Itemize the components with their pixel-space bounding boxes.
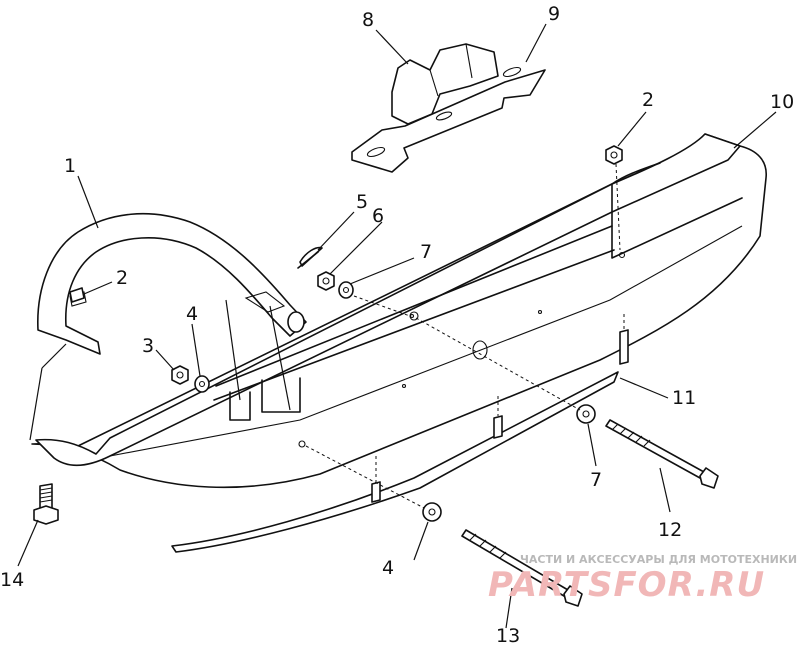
callout-13: 13 bbox=[496, 625, 520, 645]
callout-12: 12 bbox=[658, 519, 682, 541]
wear-bar bbox=[171, 314, 629, 553]
watermark-brand: PARTSFOR.RU bbox=[488, 565, 765, 605]
callout-7-upper: 7 bbox=[420, 241, 432, 263]
hardware bbox=[69, 145, 623, 522]
callout-7-lower: 7 bbox=[590, 469, 602, 491]
callout-2-left: 2 bbox=[116, 267, 128, 289]
callout-5: 5 bbox=[356, 191, 368, 213]
callout-4-upper: 4 bbox=[186, 303, 198, 325]
callout-labels: 8 9 2 10 1 5 6 7 2 4 3 11 7 12 14 4 13 bbox=[0, 3, 794, 645]
saddle-bracket bbox=[351, 43, 546, 173]
ski-body bbox=[31, 133, 767, 489]
callout-6: 6 bbox=[372, 205, 384, 227]
callout-9: 9 bbox=[548, 3, 560, 25]
callout-8: 8 bbox=[362, 9, 374, 31]
callout-10: 10 bbox=[770, 91, 794, 113]
callout-2-top: 2 bbox=[642, 89, 654, 111]
watermark: ЧАСТИ И АКСЕССУАРЫ ДЛЯ МОТОТЕХНИКИ PARTS… bbox=[488, 553, 797, 605]
leader-lines bbox=[17, 23, 777, 629]
callout-1: 1 bbox=[64, 155, 76, 177]
bolts bbox=[33, 419, 719, 607]
callout-14: 14 bbox=[0, 569, 24, 591]
watermark-tagline: ЧАСТИ И АКСЕССУАРЫ ДЛЯ МОТОТЕХНИКИ bbox=[520, 553, 797, 566]
callout-11: 11 bbox=[672, 387, 696, 409]
ski-handle-spring bbox=[37, 212, 307, 355]
callout-3: 3 bbox=[142, 335, 154, 357]
callout-4-lower: 4 bbox=[382, 557, 394, 579]
